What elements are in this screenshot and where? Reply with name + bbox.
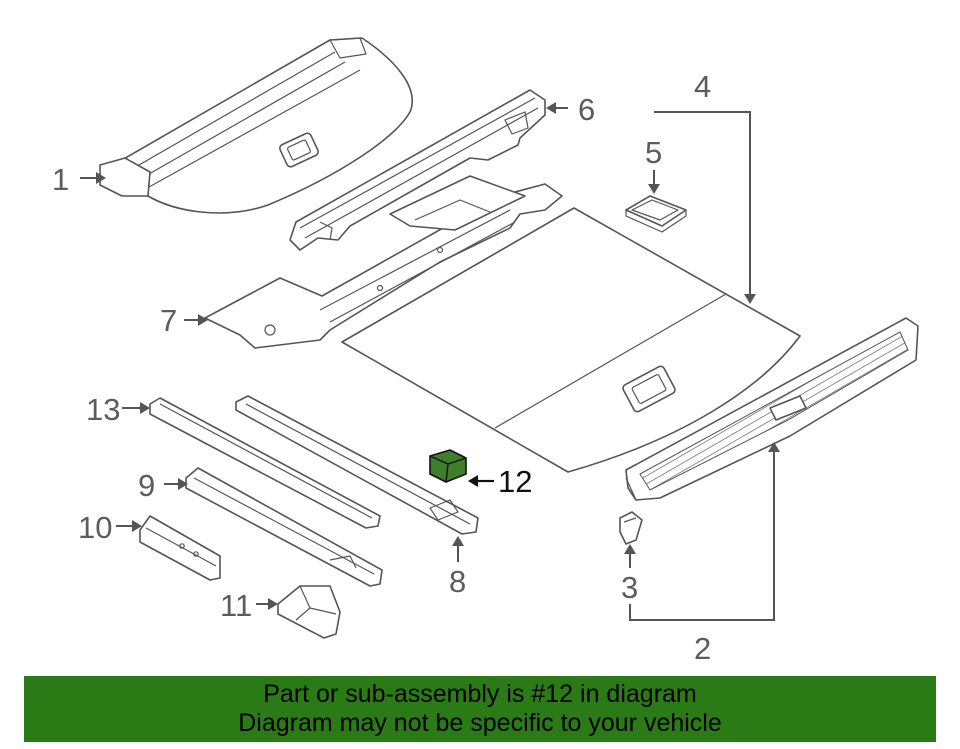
part-10-bracket[interactable] [139,515,221,581]
banner-line-1: Part or sub-assembly is #12 in diagram [263,680,697,708]
part-12-highlighted[interactable] [429,449,467,483]
callout-4: 4 [694,69,711,104]
part-5-grommet[interactable] [625,195,687,233]
callout-labels: 1 4 5 6 7 13 9 10 11 8 3 2 12 [52,69,711,666]
part-7-floor-support[interactable] [204,175,563,349]
callout-6: 6 [578,92,595,127]
part-9-rail[interactable] [185,467,383,587]
part-13-rail[interactable] [149,397,381,529]
callout-9: 9 [138,468,155,503]
callout-5: 5 [645,135,662,170]
leader-lines [80,102,780,621]
info-banner: Part or sub-assembly is #12 in diagram D… [24,676,936,742]
callout-3: 3 [621,570,638,605]
callout-10: 10 [78,510,112,545]
callout-13: 13 [86,392,120,427]
part-1-cargo-cover[interactable] [99,37,413,214]
part-2-sill-plate[interactable] [625,317,919,501]
part-8-rail[interactable] [235,395,479,535]
part-3-clip[interactable] [619,511,643,545]
part-4-load-floor[interactable] [341,207,801,473]
callout-7: 7 [160,303,177,338]
banner-line-2: Diagram may not be specific to your vehi… [238,709,722,737]
callout-12: 12 [498,464,532,499]
part-6-trim-rail[interactable] [289,89,546,251]
callout-1: 1 [52,162,69,197]
callout-8: 8 [449,564,466,599]
part-11-block[interactable] [277,585,341,639]
callout-2: 2 [694,631,711,666]
callout-11: 11 [220,588,252,623]
